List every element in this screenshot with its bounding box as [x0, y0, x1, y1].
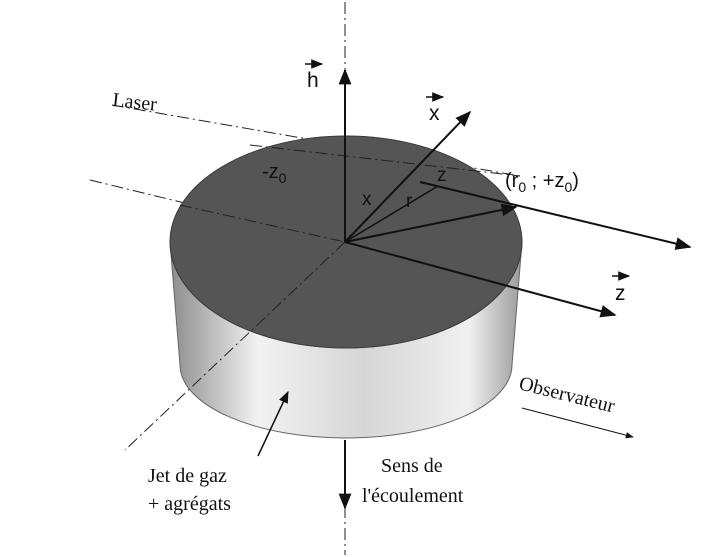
- flow-label-line1: Sens de: [381, 455, 443, 477]
- minus-z0-label: -z0: [262, 161, 287, 186]
- z-component-arrow: [344, 185, 439, 243]
- z-component-label: z: [437, 165, 447, 186]
- z-axis-label: z: [615, 282, 626, 305]
- r-vector-arrow: [344, 203, 518, 243]
- jet-label-line2: + agrégats: [148, 493, 231, 515]
- laser-label: Laser: [111, 89, 158, 116]
- x-axis-label: x: [429, 102, 440, 125]
- jet-label-pointer: [257, 390, 289, 457]
- minus-z0-main: -z: [262, 161, 279, 183]
- point-open: (r: [505, 170, 519, 192]
- transverse-axis-on-disk: [179, 204, 346, 243]
- point-to-direction-arrow: [419, 181, 692, 250]
- minus-z0-subscript: 0: [279, 170, 287, 186]
- h-axis-label: h: [307, 69, 319, 92]
- observer-arrow: [521, 407, 634, 439]
- diagonal-jet-line: [124, 241, 346, 451]
- flow-label-line2: l'écoulement: [362, 485, 464, 507]
- point-z-subscript: 0: [564, 179, 572, 195]
- x-axis-arrow: [344, 110, 472, 243]
- point-coordinate-label: (r0 ; +z0): [505, 170, 579, 195]
- z-axis-arrow: [344, 241, 617, 318]
- x-component-label: x: [362, 189, 372, 210]
- laser-beam-line-on-disk: [249, 144, 521, 177]
- point-r-subscript: 0: [518, 179, 526, 195]
- r-vector-label: r: [406, 191, 413, 212]
- jet-label-line1: Jet de gaz: [148, 465, 227, 487]
- point-mid: ; +z: [526, 170, 564, 192]
- point-close: ): [572, 170, 579, 192]
